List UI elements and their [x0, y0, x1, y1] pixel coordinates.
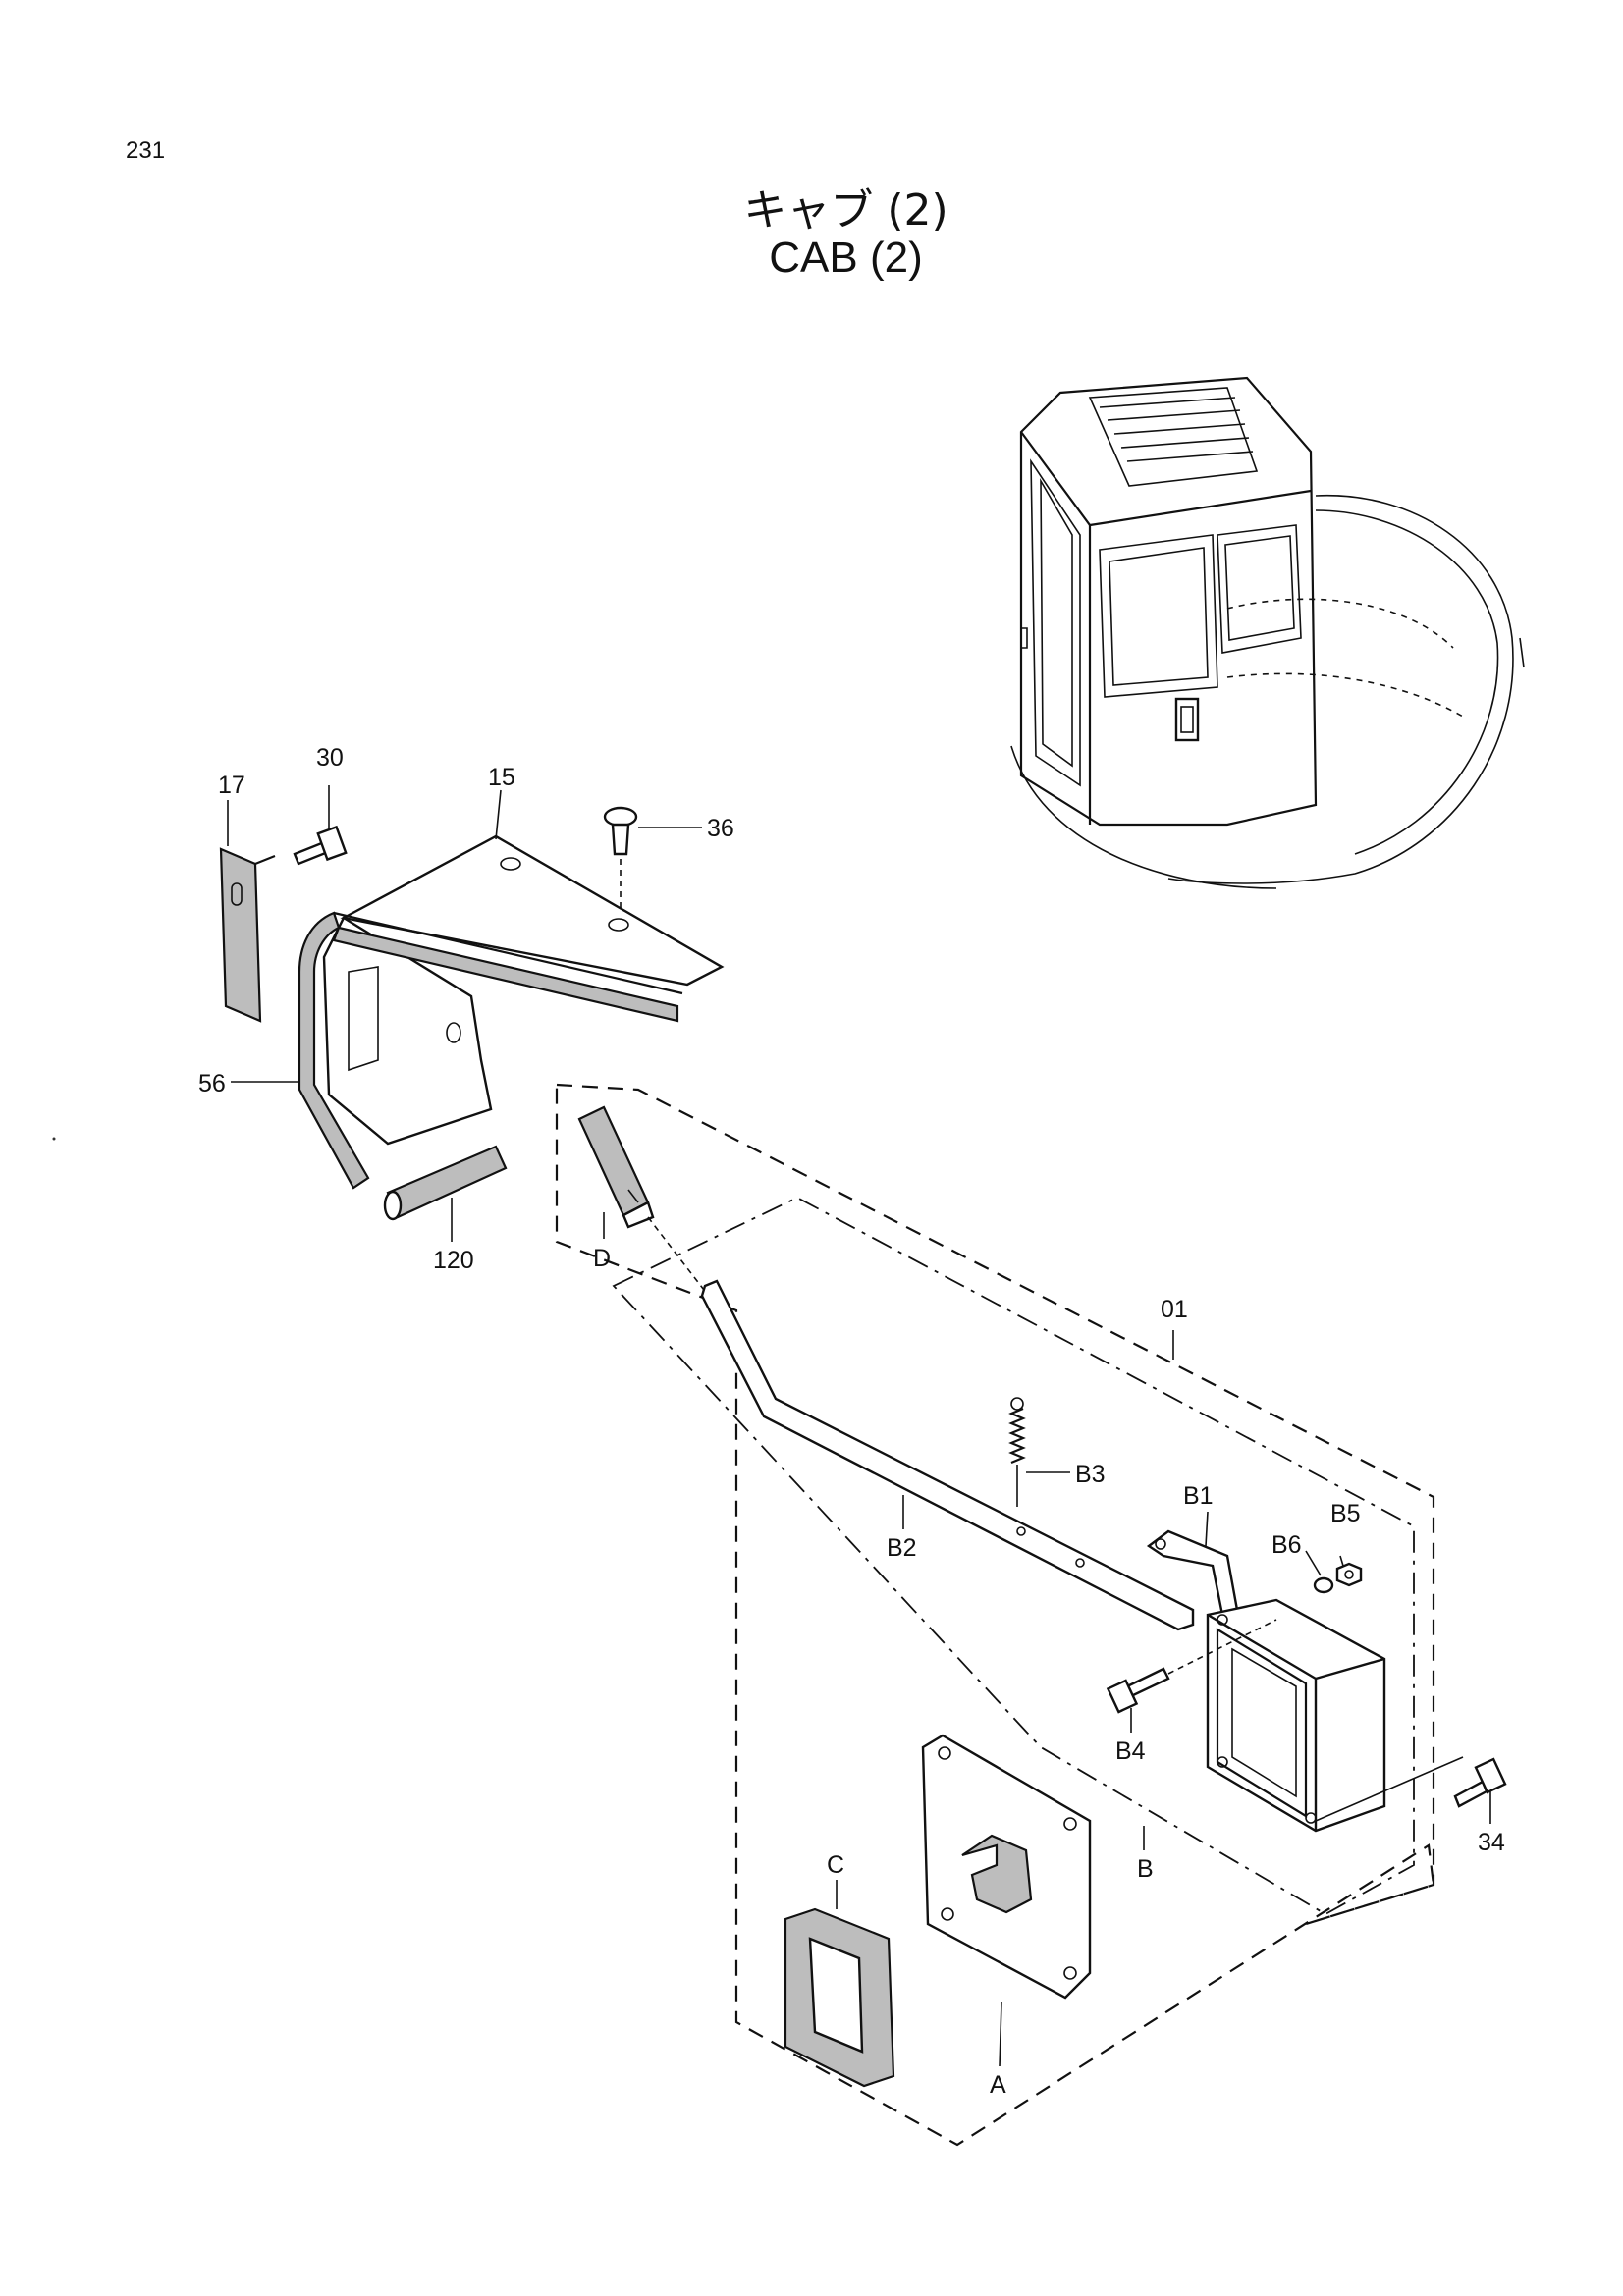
plate-a [921, 1734, 1092, 2000]
callout-17: 17 [218, 772, 245, 799]
nut-b5 [1335, 1562, 1363, 1587]
housing-b [1206, 1598, 1464, 1833]
callout-b5: B5 [1330, 1500, 1361, 1527]
title-japanese: キャブ (2) [743, 186, 948, 236]
part-d [577, 1105, 708, 1295]
callout-b: B [1137, 1855, 1154, 1883]
leader-lines [227, 785, 1491, 2067]
washer-b6 [1313, 1576, 1334, 1594]
spring-b3 [1008, 1397, 1026, 1507]
subassembly-b-outline [612, 1196, 1415, 1916]
callout-b2: B2 [887, 1534, 917, 1562]
gasket-c [784, 1907, 895, 2088]
bolt-34 [1453, 1757, 1507, 1808]
bolt-30 [293, 825, 348, 866]
callout-15: 15 [488, 764, 515, 791]
page-number: 231 [126, 137, 166, 164]
bracket-assembly [298, 834, 725, 1221]
plate-17 [219, 847, 276, 1023]
cab-overview-illustration [1010, 376, 1525, 889]
callout-d: D [593, 1245, 611, 1272]
callout-120: 120 [433, 1247, 474, 1274]
callout-36: 36 [707, 815, 734, 842]
bolt-b4 [1106, 1619, 1277, 1714]
callout-b1: B1 [1183, 1482, 1214, 1510]
screw-36 [603, 806, 638, 913]
callout-c: C [827, 1851, 844, 1879]
callout-b3: B3 [1075, 1461, 1106, 1488]
callout-b4: B4 [1115, 1737, 1146, 1765]
callout-56: 56 [198, 1070, 226, 1097]
stray-mark [52, 1137, 56, 1141]
callout-34: 34 [1478, 1829, 1505, 1856]
callout-30: 30 [316, 744, 344, 772]
callout-b6: B6 [1271, 1531, 1302, 1559]
callout-01: 01 [1161, 1296, 1188, 1323]
callout-a: A [990, 2071, 1006, 2099]
rod-b2 [700, 1279, 1195, 1631]
title-english: CAB (2) [769, 234, 923, 282]
